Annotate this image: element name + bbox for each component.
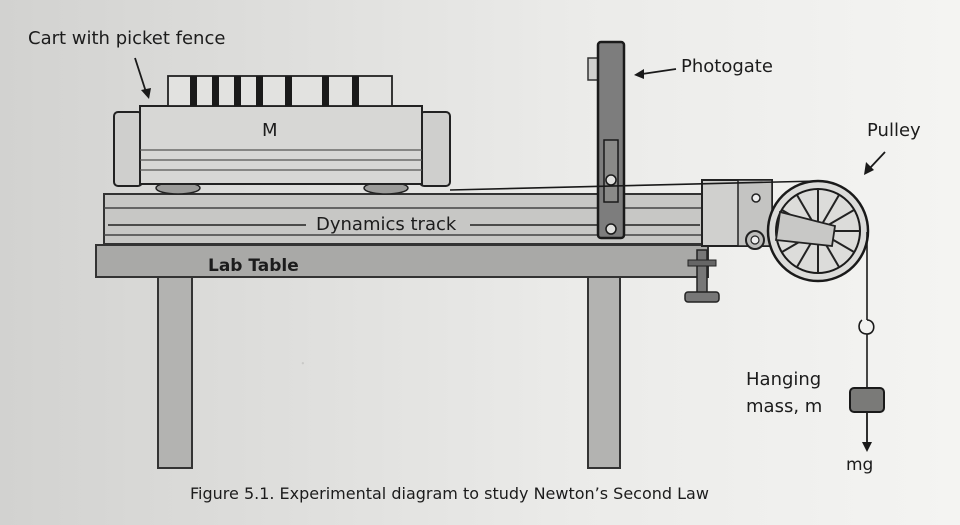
pulley-label: Pulley: [867, 120, 921, 141]
lab-table: [95, 244, 709, 278]
pulley-assembly: [701, 179, 773, 250]
table-label: Lab Table: [208, 256, 299, 276]
hanging-mass-label-line2: mass, m: [746, 396, 823, 417]
pointer-arrows: [134, 57, 886, 175]
cart-mass-label: M: [262, 120, 278, 141]
figure-caption: Figure 5.1. Experimental diagram to stud…: [190, 484, 709, 503]
pulley-wheel: [766, 179, 870, 283]
cart-label: Cart with picket fence: [28, 28, 226, 49]
table-clamp: [684, 249, 720, 303]
bleed-through-text: ·: [300, 352, 306, 373]
weight-label: mg: [846, 455, 874, 475]
picket-fence: [167, 75, 393, 107]
hanging-mass: [849, 387, 885, 413]
string: [449, 180, 875, 388]
cart: [113, 105, 451, 195]
hanging-mass-label-line1: Hanging: [746, 369, 822, 390]
track-label: Dynamics track: [316, 214, 457, 235]
photogate-label: Photogate: [681, 56, 773, 77]
weight-arrow: [862, 412, 872, 452]
